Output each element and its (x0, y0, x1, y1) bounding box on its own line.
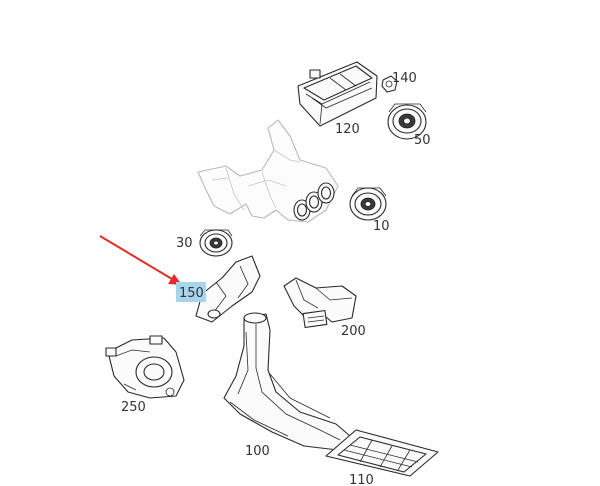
part-110-grille[interactable] (325, 429, 439, 477)
part-150-side-duct[interactable] (195, 255, 261, 323)
part-250-blower-unit[interactable] (105, 335, 185, 399)
part-120-vent-housing[interactable] (297, 61, 378, 127)
label-100[interactable]: 100 (245, 444, 270, 459)
label-200[interactable]: 200 (341, 324, 366, 339)
highlight-box-150 (176, 282, 206, 302)
label-120[interactable]: 120 (335, 122, 360, 137)
part-140-clip[interactable] (381, 75, 398, 93)
label-140[interactable]: 140 (392, 71, 417, 86)
label-150[interactable]: 150 (179, 286, 204, 301)
duct-outlets (293, 182, 335, 221)
central-air-duct (197, 119, 339, 223)
label-110[interactable]: 110 (349, 473, 374, 486)
label-50[interactable]: 50 (414, 133, 431, 148)
part-100-floor-duct[interactable] (223, 312, 351, 451)
part-30-round-vent[interactable] (199, 229, 233, 257)
pointer-arrow (99, 235, 182, 285)
label-10[interactable]: 10 (373, 219, 390, 234)
label-30[interactable]: 30 (176, 236, 193, 251)
part-50-round-vent[interactable] (387, 103, 427, 140)
part-200-duct[interactable] (283, 277, 357, 329)
part-10-round-vent[interactable] (349, 187, 387, 221)
label-250[interactable]: 250 (121, 400, 146, 415)
